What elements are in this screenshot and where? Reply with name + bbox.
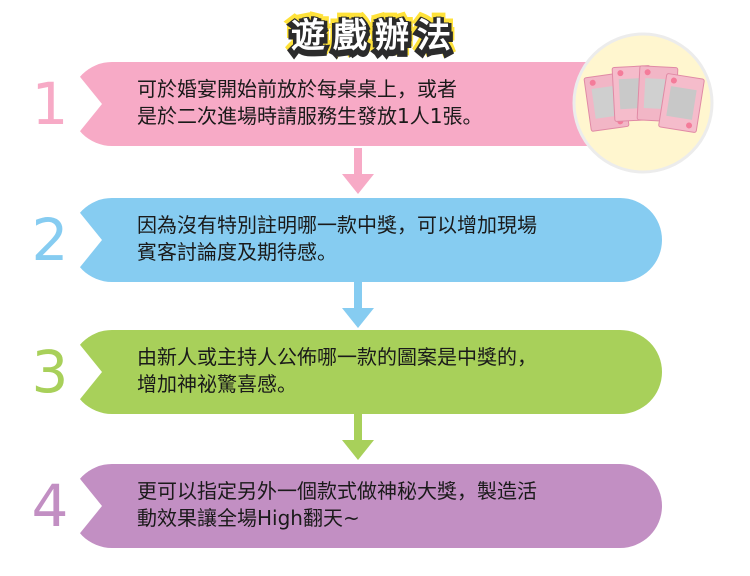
scratch-cards-image: [572, 32, 714, 174]
step-3-banner: [70, 330, 662, 414]
step-3-notch: [68, 330, 102, 414]
arrow-down-icon: [342, 148, 374, 194]
step-4-notch: [68, 464, 102, 548]
step-3-text: 由新人或主持人公佈哪一款的圖案是中獎的， 增加神祕驚喜感。: [137, 344, 657, 398]
step-2-banner: [70, 198, 662, 282]
step-4-banner: [70, 464, 662, 548]
step-4-line-2: 動效果讓全場High翻天~: [137, 506, 360, 530]
step-4-line-1: 更可以指定另外一個款式做神秘大獎，製造活: [137, 479, 537, 503]
step-4-number: 4: [31, 472, 69, 540]
page-title-glow: 遊戲辦法: [286, 11, 459, 61]
step-3-number: 3: [31, 338, 69, 406]
step-1-notch: [68, 62, 102, 146]
arrow-down-icon: [342, 414, 374, 460]
step-3-line-2: 增加神祕驚喜感。: [137, 372, 297, 396]
step-1-line-2: 是於二次進場時請服務生發放1人1張。: [137, 104, 483, 128]
step-1-line-1: 可於婚宴開始前放於每桌桌上，或者: [137, 77, 457, 101]
step-1-number: 1: [31, 70, 69, 138]
step-1-text: 可於婚宴開始前放於每桌桌上，或者 是於二次進場時請服務生發放1人1張。: [137, 76, 657, 130]
step-3-line-1: 由新人或主持人公佈哪一款的圖案是中獎的，: [137, 345, 537, 369]
step-2-line-2: 賓客討論度及期待感。: [137, 240, 337, 264]
arrow-down-icon: [342, 282, 374, 328]
step-2-notch: [68, 198, 102, 282]
step-4-text: 更可以指定另外一個款式做神秘大獎，製造活 動效果讓全場High翻天~: [137, 478, 657, 532]
page-title-shadow: 遊戲辦法: [288, 16, 459, 63]
step-2-line-1: 因為沒有特別註明哪一款中獎，可以增加現場: [137, 213, 537, 237]
page-title: 遊戲辦法: [290, 15, 459, 57]
step-2-number: 2: [31, 206, 69, 274]
step-1-banner: [70, 62, 662, 146]
step-2-text: 因為沒有特別註明哪一款中獎，可以增加現場 賓客討論度及期待感。: [137, 212, 657, 266]
